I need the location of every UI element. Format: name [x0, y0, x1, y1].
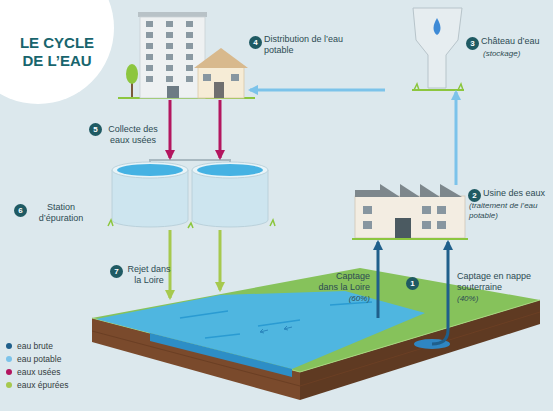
- apartment-building: [140, 17, 205, 98]
- treatment-plant: [352, 238, 468, 240]
- text-label: Château d’eau: [481, 36, 553, 47]
- apartment-building: [146, 21, 200, 83]
- treatment-plant: [363, 206, 372, 214]
- loire-river: [260, 326, 292, 333]
- loire-river: [96, 291, 425, 377]
- water-tower-node: 3Château d’eau(stockage): [385, 5, 470, 92]
- text-label: (traitement de l’eau potable): [469, 201, 551, 221]
- house: [194, 48, 248, 98]
- loire-river: [96, 291, 425, 369]
- treatment-plant: [440, 184, 462, 197]
- discharge-arrow: [219, 230, 222, 290]
- flow-connector: [169, 100, 172, 158]
- legend-swatch: [6, 382, 12, 388]
- legend-text: eaux usées: [17, 366, 60, 378]
- flow-connector: [250, 89, 385, 92]
- house: [194, 48, 248, 68]
- title-badge: [0, 0, 114, 104]
- callout-number: 2: [468, 189, 481, 202]
- callout-number: 7: [110, 265, 123, 278]
- treatment-plant: [355, 190, 380, 197]
- water-tower: [434, 18, 441, 35]
- loire-river: [150, 333, 292, 377]
- purification-tanks: [112, 170, 188, 227]
- treatment-plant: [422, 221, 431, 229]
- treatment-plant: [420, 184, 440, 197]
- legend-text: eau brute: [17, 340, 53, 352]
- intake-arrow: [377, 242, 380, 318]
- purification-tanks: [192, 170, 268, 227]
- purification-tanks: [108, 220, 275, 228]
- treatment-plant: [352, 184, 468, 239]
- legend-swatch: [6, 343, 12, 349]
- water-tower: [414, 84, 463, 90]
- text-label: (40%): [457, 294, 507, 304]
- treatment-plant: [355, 196, 465, 238]
- purification-tanks: [197, 164, 263, 176]
- treatment-plant: [363, 221, 372, 229]
- text-label: Distribution de l’eau potable: [264, 34, 348, 56]
- treatment-plant: [400, 184, 420, 197]
- treatment-plant: [380, 184, 400, 197]
- purification-tanks: [112, 162, 188, 178]
- text-label: Captage dans la Loire: [314, 271, 370, 293]
- water-tower: [413, 8, 462, 88]
- apartment-building: [118, 12, 255, 98]
- edge-label: Collecte des eaux usées: [100, 124, 166, 146]
- text-label: Station d’épuration: [28, 202, 94, 224]
- treatment-plant: [395, 218, 411, 238]
- intake-arrow: [432, 242, 448, 344]
- water-tower: [412, 89, 464, 91]
- text-label: Usine des eaux: [483, 188, 553, 199]
- flow-connector: [219, 100, 222, 158]
- text-label: Rejet dans la Loire: [124, 264, 174, 286]
- purification-tanks: [192, 162, 268, 178]
- legend-swatch: [6, 356, 12, 362]
- distribution-node: 4Distribution de l’eau potable: [125, 12, 250, 100]
- treatment-plant: [422, 206, 431, 214]
- house: [203, 74, 211, 81]
- house: [214, 82, 224, 98]
- legend-swatch: [6, 369, 12, 375]
- flow-connector: [455, 92, 458, 185]
- discharge-arrow: [170, 230, 220, 298]
- loire-river: [180, 302, 372, 338]
- house: [231, 74, 239, 81]
- apartment-building: [131, 82, 133, 97]
- callout-number: 4: [249, 36, 262, 49]
- house: [198, 66, 244, 98]
- treatment-plant: [437, 206, 446, 214]
- callout-number: 5: [89, 123, 102, 136]
- legend-text: eaux épurées: [17, 379, 69, 391]
- diagram-title: LE CYCLE DE L’EAU: [14, 34, 100, 70]
- apartment-building: [126, 64, 138, 84]
- purification-tanks: [108, 160, 275, 228]
- callout-number: 3: [466, 37, 479, 50]
- purification-tanks: [117, 164, 183, 176]
- purification-station-node: 6Station d’épuration: [112, 158, 272, 228]
- ground-block: [92, 268, 540, 400]
- intake-arrow: [378, 242, 448, 344]
- callout-number: 1: [406, 277, 419, 290]
- text-label: Captage en nappe souterraine: [457, 271, 541, 293]
- apartment-building: [167, 86, 179, 98]
- treatment-plant: [437, 221, 446, 229]
- water-tower: [412, 8, 464, 90]
- text-label: (stockage): [483, 49, 545, 59]
- treatment-plant-node: 2Usine des eaux(traitement de l’eau pota…: [350, 185, 465, 238]
- legend-text: eau potable: [17, 353, 61, 365]
- apartment-building: [138, 12, 207, 17]
- callout-number: 6: [14, 204, 27, 217]
- text-label: (60%): [314, 294, 370, 304]
